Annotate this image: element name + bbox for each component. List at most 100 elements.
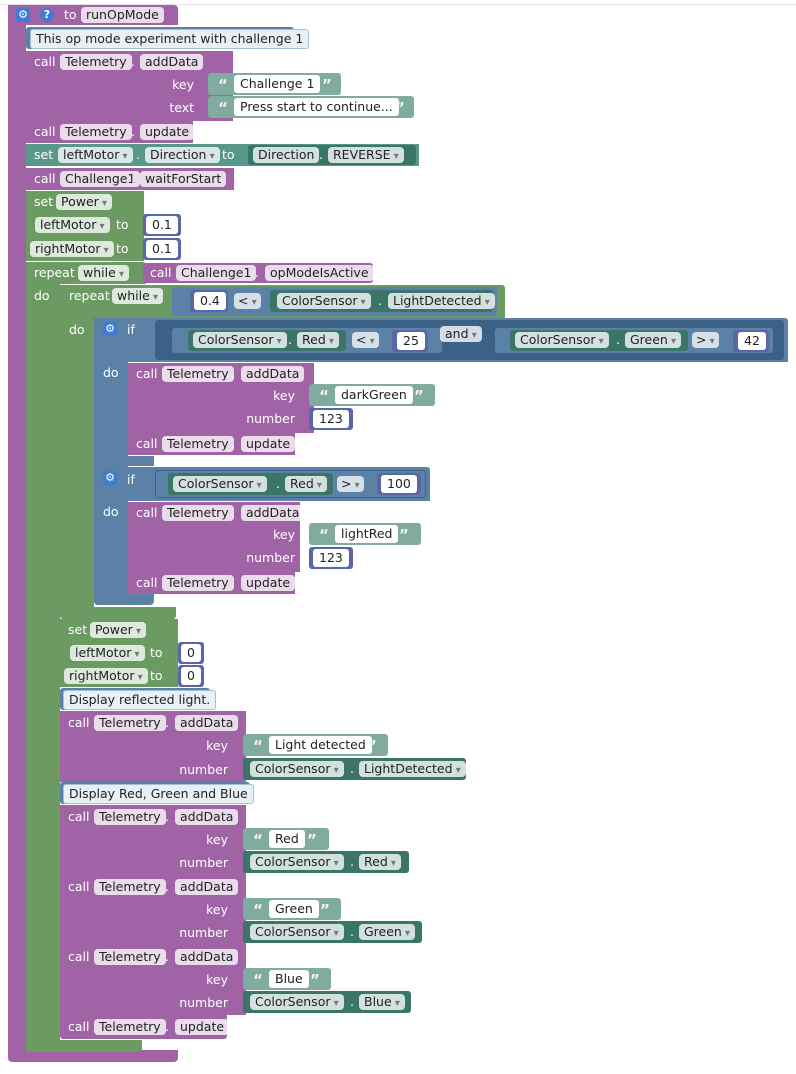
colorsensor-dropdown[interactable]: ColorSensor — [277, 293, 371, 309]
red-dropdown[interactable]: Red — [285, 476, 327, 492]
method-field[interactable]: update — [241, 436, 296, 452]
compare-op-dropdown[interactable]: > — [692, 332, 719, 348]
colorsensor-dropdown[interactable]: ColorSensor — [515, 332, 609, 348]
number-label: number — [179, 762, 228, 777]
number-field[interactable]: 42 — [738, 332, 766, 350]
set-label: set — [68, 622, 88, 637]
telemetry-field[interactable]: Telemetry — [94, 809, 166, 825]
red-dropdown[interactable]: Red — [359, 854, 401, 870]
number-field[interactable]: 100 — [381, 475, 417, 493]
telemetry-field[interactable]: Telemetry — [162, 575, 234, 591]
compare-op-dropdown[interactable]: < — [234, 293, 261, 309]
telemetry-field[interactable]: Telemetry — [94, 1019, 166, 1035]
dot-label: . — [165, 1019, 169, 1034]
and-dropdown[interactable]: and — [440, 326, 482, 342]
red-dropdown[interactable]: Red — [297, 332, 339, 348]
method-field[interactable]: opModeIsActive — [265, 265, 374, 281]
if-spine — [94, 318, 128, 468]
gear-icon[interactable]: ⚙ — [103, 471, 117, 485]
colorsensor-dropdown[interactable]: ColorSensor — [250, 994, 344, 1010]
repeat-bottom — [26, 1040, 142, 1052]
number-label: number — [179, 925, 228, 940]
lightdetected-dropdown[interactable]: LightDetected — [359, 761, 466, 777]
string-field[interactable]: lightRed — [335, 525, 399, 543]
lightdetected-dropdown[interactable]: LightDetected — [388, 293, 495, 309]
leftmotor-dropdown[interactable]: leftMotor — [70, 645, 145, 661]
number-field[interactable]: 0 — [181, 644, 201, 662]
key-label: key — [273, 527, 295, 542]
call-label: call — [34, 54, 56, 69]
green-dropdown[interactable]: Green — [625, 332, 682, 348]
motor-dropdown[interactable]: leftMotor — [58, 147, 133, 163]
colorsensor-dropdown[interactable]: ColorSensor — [250, 924, 344, 940]
while-dropdown[interactable]: while — [112, 288, 163, 304]
string-field[interactable]: Green — [269, 900, 319, 918]
method-field[interactable]: addData — [140, 54, 204, 70]
telemetry-field[interactable]: Telemetry — [162, 505, 234, 521]
string-field[interactable]: Light detected — [269, 736, 372, 754]
string-field[interactable]: darkGreen — [335, 386, 413, 404]
rightmotor-dropdown[interactable]: rightMotor — [30, 241, 114, 257]
help-icon[interactable]: ? — [40, 8, 54, 22]
telemetry-field[interactable]: Telemetry — [162, 366, 234, 382]
method-field[interactable]: addData — [175, 879, 239, 895]
method-field[interactable]: addData — [175, 715, 239, 731]
telemetry-field[interactable]: Telemetry — [60, 54, 132, 70]
gear-icon[interactable]: ⚙ — [16, 8, 30, 22]
property-dropdown[interactable]: Direction — [145, 147, 220, 163]
text-label: text — [169, 100, 194, 115]
telemetry-field[interactable]: Telemetry — [94, 715, 166, 731]
colorsensor-dropdown[interactable]: ColorSensor — [250, 854, 344, 870]
telemetry-field[interactable]: Telemetry — [60, 124, 132, 140]
colorsensor-dropdown[interactable]: ColorSensor — [193, 332, 287, 348]
power-dropdown[interactable]: Power — [90, 622, 146, 638]
number-field[interactable]: 0.1 — [146, 216, 178, 234]
green-dropdown[interactable]: Green — [359, 924, 416, 940]
number-field[interactable]: 25 — [397, 332, 425, 350]
leftmotor-dropdown[interactable]: leftMotor — [35, 217, 110, 233]
number-field[interactable]: 0 — [181, 667, 201, 685]
quote-close-icon: ” — [322, 76, 332, 94]
while-dropdown[interactable]: while — [78, 265, 129, 281]
string-field[interactable]: Press start to continue... — [234, 98, 399, 116]
method-field[interactable]: update — [241, 575, 296, 591]
colorsensor-dropdown[interactable]: ColorSensor — [173, 476, 267, 492]
method-field[interactable]: waitForStart — [140, 171, 227, 187]
number-field[interactable]: 123 — [313, 549, 349, 567]
string-field[interactable]: Red — [269, 830, 305, 848]
function-name-field[interactable]: runOpMode — [81, 7, 164, 23]
colorsensor-dropdown[interactable]: ColorSensor — [250, 761, 344, 777]
if-label: if — [127, 472, 135, 487]
number-field[interactable]: 123 — [313, 410, 349, 428]
workspace-top-border — [0, 4, 796, 5]
method-field[interactable]: addData — [175, 949, 239, 965]
method-field[interactable]: addData — [175, 809, 239, 825]
quote-open-icon: “ — [253, 971, 263, 989]
string-field[interactable]: Challenge 1 — [234, 75, 321, 93]
comment-text[interactable]: Display reflected light. — [63, 690, 217, 710]
reverse-dropdown[interactable]: REVERSE — [328, 147, 404, 163]
challenge1-field[interactable]: Challenge1 — [176, 265, 257, 281]
telemetry-field[interactable]: Telemetry — [162, 436, 234, 452]
method-field[interactable]: addData — [241, 505, 305, 521]
compare-op-dropdown[interactable]: > — [337, 476, 364, 492]
quote-close-icon: ” — [307, 831, 317, 849]
compare-op-dropdown[interactable]: < — [352, 332, 379, 348]
rightmotor-dropdown[interactable]: rightMotor — [64, 668, 148, 684]
call-label: call — [34, 171, 56, 186]
comment-text[interactable]: Display Red, Green and Blue — [63, 784, 254, 804]
number-field[interactable]: 0.1 — [146, 240, 178, 258]
string-field[interactable]: Blue — [269, 970, 309, 988]
number-field[interactable]: 0.4 — [194, 292, 226, 310]
telemetry-field[interactable]: Telemetry — [94, 879, 166, 895]
power-dropdown[interactable]: Power — [56, 194, 112, 210]
method-field[interactable]: update — [140, 124, 195, 140]
blue-dropdown[interactable]: Blue — [359, 994, 405, 1010]
telemetry-field[interactable]: Telemetry — [94, 949, 166, 965]
comment-text[interactable]: This op mode experiment with challenge 1 — [30, 29, 310, 49]
challenge1-field[interactable]: Challenge1 — [60, 171, 141, 187]
gear-icon[interactable]: ⚙ — [103, 322, 117, 336]
method-field[interactable]: update — [175, 1019, 230, 1035]
quote-close-icon: ” — [414, 387, 424, 405]
method-field[interactable]: addData — [241, 366, 305, 382]
